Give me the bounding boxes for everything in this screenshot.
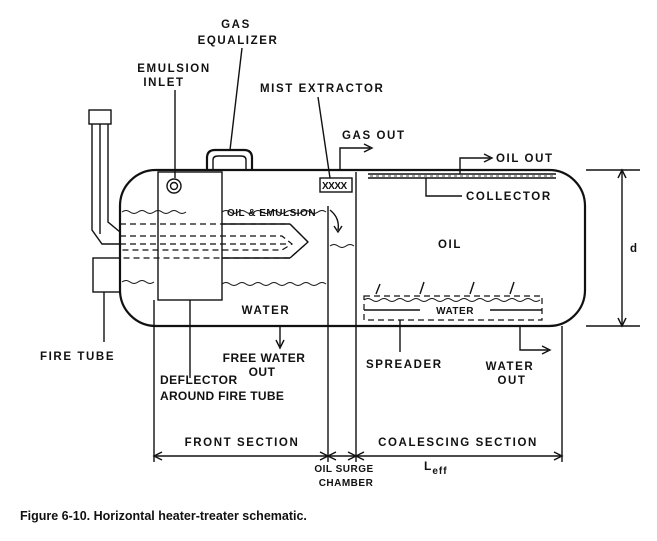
emulsion-inlet-nozzle-inner xyxy=(169,181,179,191)
fire-tube-upper xyxy=(120,223,309,259)
vessel-shell xyxy=(118,168,587,328)
burner-block xyxy=(92,257,121,293)
gas-equalizer-pipe-inner xyxy=(212,155,247,170)
stack-cap xyxy=(88,109,112,125)
label-l-eff-main: L xyxy=(424,459,432,473)
flow-arrow xyxy=(329,209,340,231)
figure-caption: Figure 6-10. Horizontal heater-treater s… xyxy=(20,509,307,523)
label-water-back: WATER xyxy=(436,306,474,317)
stack xyxy=(91,124,121,245)
front-interface-upper xyxy=(121,210,327,214)
oil-collector xyxy=(368,173,556,179)
label-oil-surge-2: CHAMBER xyxy=(319,478,374,489)
label-oil-surge-1: OIL SURGE xyxy=(314,464,373,475)
oil-out-pipe xyxy=(459,157,490,174)
label-oil-emulsion: OIL & EMULSION xyxy=(227,208,316,219)
front-interface-lower xyxy=(221,282,327,286)
mist-extractor-leader xyxy=(317,96,331,179)
label-gas-out: GAS OUT xyxy=(342,130,406,142)
emulsion-inlet-nozzle xyxy=(166,178,182,194)
label-water-out-2: OUT xyxy=(497,375,526,387)
spreader xyxy=(363,295,543,321)
label-deflector-2: AROUND FIRE TUBE xyxy=(160,389,284,403)
label-deflector-1: DEFLECTOR xyxy=(160,373,238,387)
mist-extractor xyxy=(319,177,353,193)
label-gas-equalizer-1: GAS xyxy=(221,19,251,31)
label-water-out-1: WATER xyxy=(486,361,535,373)
gas-equalizer-pipe xyxy=(205,148,254,170)
svg-text:XXXX: XXXX xyxy=(322,181,348,192)
label-front-section: FRONT SECTION xyxy=(185,437,300,449)
label-oil: OIL xyxy=(438,239,462,251)
label-coalescing-section: COALESCING SECTION xyxy=(378,437,538,449)
label-free-water-out-2: OUT xyxy=(249,365,276,379)
label-water-front: WATER xyxy=(242,305,291,317)
gas-equalizer-leader xyxy=(229,47,243,151)
label-gas-equalizer-2: EQUALIZER xyxy=(198,35,279,47)
water-out-pipe xyxy=(519,326,548,351)
label-spreader: SPREADER xyxy=(366,359,443,371)
label-l-eff-sub: eff xyxy=(432,466,447,477)
label-collector: COLLECTOR xyxy=(466,191,552,203)
label-emulsion-inlet-1: EMULSION xyxy=(137,63,211,75)
label-l-eff: Leff xyxy=(424,459,448,477)
label-dimension-d: d xyxy=(630,243,639,255)
label-mist-extractor: MIST EXTRACTOR xyxy=(260,83,384,95)
label-emulsion-inlet-2: INLET xyxy=(143,77,184,89)
label-fire-tube: FIRE TUBE xyxy=(40,351,115,363)
label-oil-out: OIL OUT xyxy=(496,153,554,165)
fire-tube-lower xyxy=(120,235,294,251)
collector-leader xyxy=(425,178,462,197)
gas-out-pipe xyxy=(339,147,370,170)
label-free-water-out-1: FREE WATER xyxy=(223,351,306,365)
